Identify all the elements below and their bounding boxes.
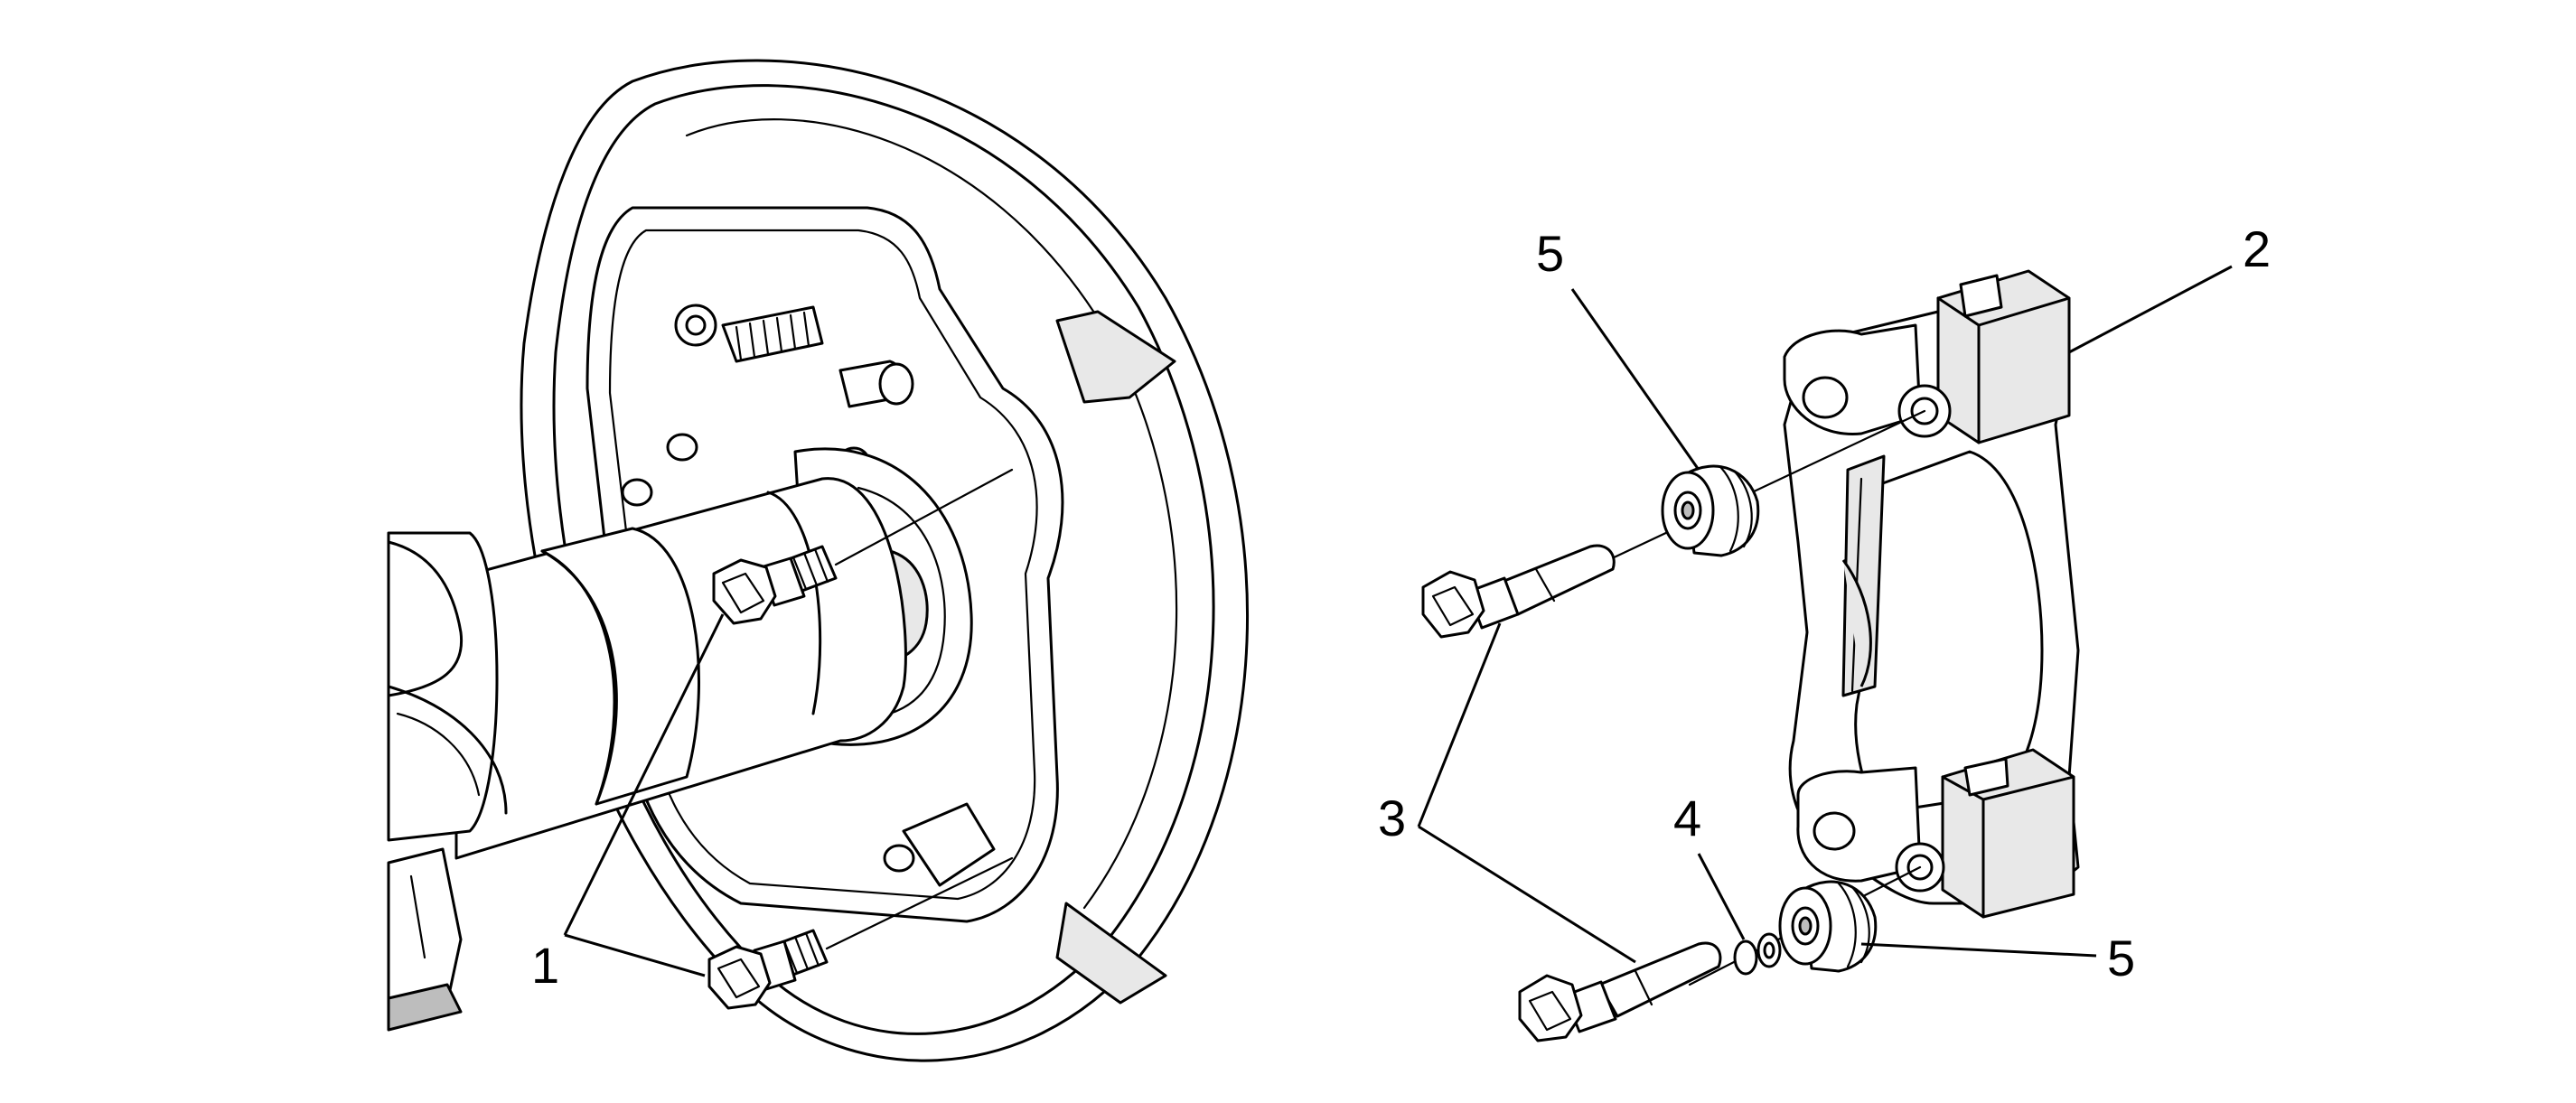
- callout-5-lower: 5: [2107, 930, 2135, 986]
- return-spring: [674, 304, 914, 408]
- leader-lines: [563, 265, 2233, 977]
- callout-2: 2: [2243, 220, 2271, 277]
- leader-5-upper: [1570, 288, 1700, 471]
- callout-4: 4: [1673, 790, 1701, 846]
- leader-5-lower: [1860, 942, 2097, 958]
- callout-5-upper: 5: [1536, 225, 1564, 282]
- caliper-bracket: [1783, 269, 2080, 919]
- callout-3: 3: [1378, 790, 1406, 846]
- guide-pin-bolt-lower: [1518, 941, 1722, 1042]
- leader-1-upper: [563, 613, 725, 936]
- guide-pin-bushing: [1733, 932, 1782, 976]
- guide-pin-boot-upper: [1661, 464, 1760, 557]
- leader-3-upper: [1417, 622, 1502, 827]
- leader-2: [2068, 265, 2233, 354]
- guide-pin-boot-lower: [1778, 880, 1878, 973]
- backing-plate-bolt-lower: [707, 929, 829, 1010]
- leader-4: [1697, 853, 1746, 940]
- guide-pin-bolt-upper: [1421, 544, 1616, 639]
- backing-plate-rim: [552, 84, 1215, 1035]
- leader-3-lower: [1418, 825, 1636, 964]
- callout-1: 1: [531, 937, 559, 994]
- leader-1-lower: [564, 933, 706, 977]
- backing-plate-bolt-upper: [712, 545, 838, 625]
